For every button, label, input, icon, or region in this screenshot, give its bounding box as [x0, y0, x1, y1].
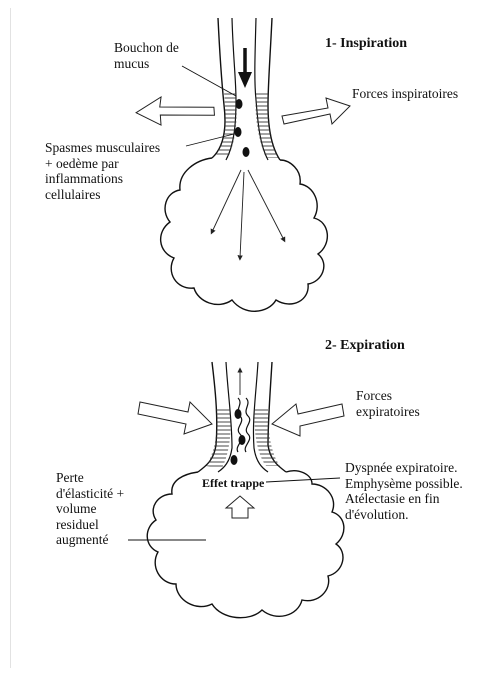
expiratory-forces-label: Forces expiratoires [356, 388, 420, 419]
inspiration-alveoli [161, 158, 328, 311]
trap-effect-label: Effet trappe [202, 476, 264, 491]
dyspnea-label: Dyspnée expiratoire. Emphysème possible.… [345, 460, 463, 522]
inspiratory-force-arrow-left [135, 93, 215, 126]
inspiration-title: 1- Inspiration [325, 36, 407, 52]
mucus-leader-line [182, 66, 236, 96]
expiratory-force-arrow-right [272, 404, 344, 436]
expiration-title: 2- Expiration [325, 338, 405, 354]
inspiratory-force-arrow-right [282, 98, 350, 124]
expiratory-force-arrow-left [138, 402, 212, 434]
inspiratory-forces-label: Forces inspiratoires [352, 86, 458, 102]
spasms-label: Spasmes musculaires + oedème par inflamm… [45, 140, 160, 202]
expiration-alveoli [147, 471, 344, 618]
inspiration-airway [212, 18, 280, 160]
expiration-airway [198, 362, 286, 472]
dyspnea-leader-line [266, 478, 340, 482]
elasticity-loss-label: Perte d'élasticité + volume residuel aug… [56, 470, 124, 548]
mucus-plug-label: Bouchon de mucus [114, 40, 179, 71]
